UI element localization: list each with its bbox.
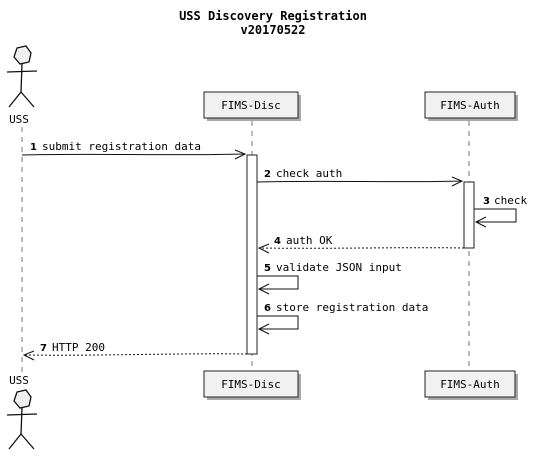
message-7-label: HTTP 200 xyxy=(52,341,105,354)
message-6: 6 store registration data xyxy=(257,301,428,335)
message-6-label: store registration data xyxy=(276,301,428,314)
arrow-head-icon xyxy=(257,243,270,254)
message-3: 3 check xyxy=(474,194,527,228)
participant-fims-disc-top: FIMS-Disc xyxy=(203,91,301,121)
message-6-number: 6 xyxy=(264,303,271,314)
actor-uss-bottom xyxy=(6,389,38,450)
message-2: 2 check auth xyxy=(256,167,464,187)
activation-fims-auth xyxy=(463,181,475,249)
arrow-head-icon xyxy=(234,149,247,160)
participant-fims-auth-top-label: FIMS-Auth xyxy=(440,99,500,112)
message-1-number: 1 xyxy=(30,142,37,153)
message-2-number: 2 xyxy=(264,169,271,180)
actor-head-icon xyxy=(13,45,32,65)
message-1: 1 submit registration data xyxy=(21,140,247,160)
participant-fims-disc-bottom-label: FIMS-Disc xyxy=(221,378,281,391)
arrow-head-icon xyxy=(474,216,487,228)
participant-fims-auth-bottom: FIMS-Auth xyxy=(424,370,518,400)
message-3-number: 3 xyxy=(483,196,490,207)
message-5-number: 5 xyxy=(264,263,271,274)
participant-fims-auth-top: FIMS-Auth xyxy=(424,91,518,121)
message-4-label: auth OK xyxy=(286,234,333,247)
participant-fims-auth-bottom-label: FIMS-Auth xyxy=(440,378,500,391)
message-7-number: 7 xyxy=(40,343,47,354)
arrow-head-icon xyxy=(22,350,35,361)
message-3-label: check xyxy=(494,194,527,207)
message-1-label: submit registration data xyxy=(42,140,201,153)
diagram-title: USS Discovery Registration xyxy=(179,9,367,23)
message-5-label: validate JSON input xyxy=(276,261,402,274)
participant-uss-bottom-label: USS xyxy=(9,374,29,387)
message-5: 5 validate JSON input xyxy=(257,261,402,295)
arrow-head-icon xyxy=(257,283,270,295)
participant-fims-disc-bottom: FIMS-Disc xyxy=(203,370,301,400)
message-4-number: 4 xyxy=(274,236,281,247)
arrow-head-icon xyxy=(451,176,464,187)
activation-fims-disc xyxy=(246,154,258,355)
actor-head-icon xyxy=(13,389,32,409)
message-7: 7 HTTP 200 xyxy=(22,341,248,361)
diagram-version: v20170522 xyxy=(240,23,305,37)
participant-fims-disc-top-label: FIMS-Disc xyxy=(221,99,281,112)
arrow-head-icon xyxy=(257,323,270,335)
actor-uss-top xyxy=(6,45,38,108)
message-2-label: check auth xyxy=(276,167,342,180)
participant-uss-top-label: USS xyxy=(9,113,29,126)
message-4: 4 auth OK xyxy=(257,234,465,254)
